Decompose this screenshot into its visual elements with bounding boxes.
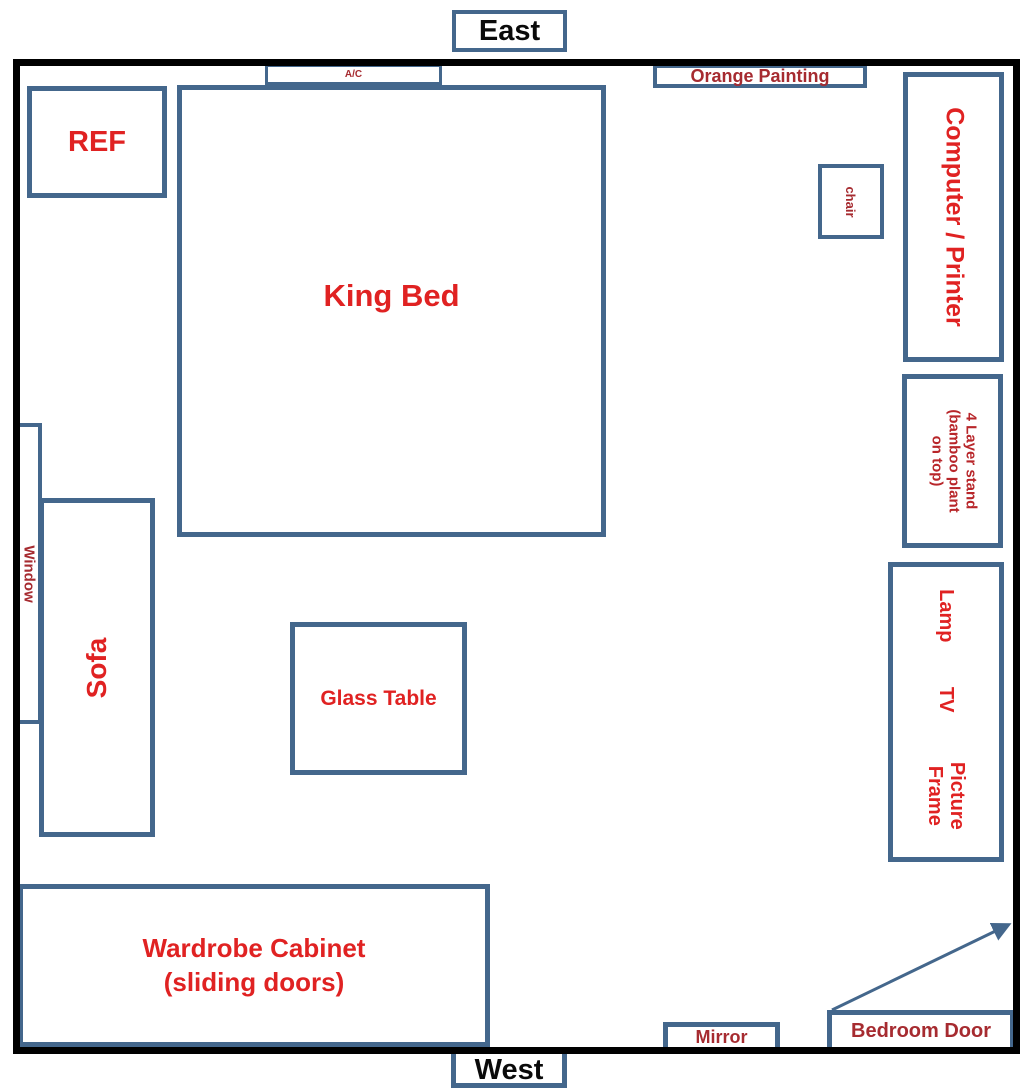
mirror-box: Mirror [663, 1022, 780, 1052]
orange-painting-box: Orange Painting [653, 64, 867, 88]
tv-label: TV [935, 686, 958, 713]
window-box: Window [15, 423, 42, 724]
door-swing-arrow [831, 923, 1012, 1012]
king-bed-box: King Bed [177, 85, 606, 537]
king-bed-label: King Bed [323, 278, 460, 313]
chair-box: chair [818, 164, 884, 239]
refrigerator-box: REF [27, 86, 167, 198]
layer-stand-label-line3: on top) [928, 435, 946, 487]
layer-stand-label-line2: (bamboo plant [944, 409, 962, 513]
computer-printer-label: Computer / Printer [940, 107, 968, 327]
west-direction-label-box: West [451, 1048, 567, 1088]
east-direction-label-box: East [452, 10, 567, 52]
computer-printer-box: Computer / Printer [903, 72, 1004, 362]
chair-label: chair [843, 185, 859, 218]
orange-painting-label: Orange Painting [690, 65, 830, 86]
east-direction-label: East [478, 14, 541, 47]
window-label: Window [20, 544, 37, 603]
west-direction-label: West [474, 1053, 544, 1086]
layer-stand-box: 4 Layer stand (bamboo plant on top) [902, 374, 1003, 548]
bedroom-door-label: Bedroom Door [851, 1019, 991, 1042]
sofa-box: Sofa [39, 498, 155, 837]
mirror-label: Mirror [695, 1026, 748, 1047]
glass-table-box: Glass Table [290, 622, 467, 775]
air-conditioner-label: A/C [344, 69, 363, 80]
picture-frame-label: Picture Frame [924, 761, 969, 830]
sofa-label: Sofa [81, 637, 112, 698]
refrigerator-label: REF [68, 125, 126, 158]
air-conditioner-box: A/C [265, 64, 442, 85]
wardrobe-cabinet-box: Wardrobe Cabinet (sliding doors) [18, 884, 490, 1047]
lamp-tv-pictureframe-box: Lamp TV Picture Frame [888, 562, 1004, 862]
wardrobe-cabinet-label-line1: Wardrobe Cabinet [142, 932, 366, 963]
wardrobe-cabinet-label-line2: (sliding doors) [163, 966, 345, 997]
glass-table-label: Glass Table [320, 686, 437, 710]
layer-stand-label-line1: 4 Layer stand [961, 412, 979, 510]
lamp-label: Lamp [935, 589, 958, 643]
